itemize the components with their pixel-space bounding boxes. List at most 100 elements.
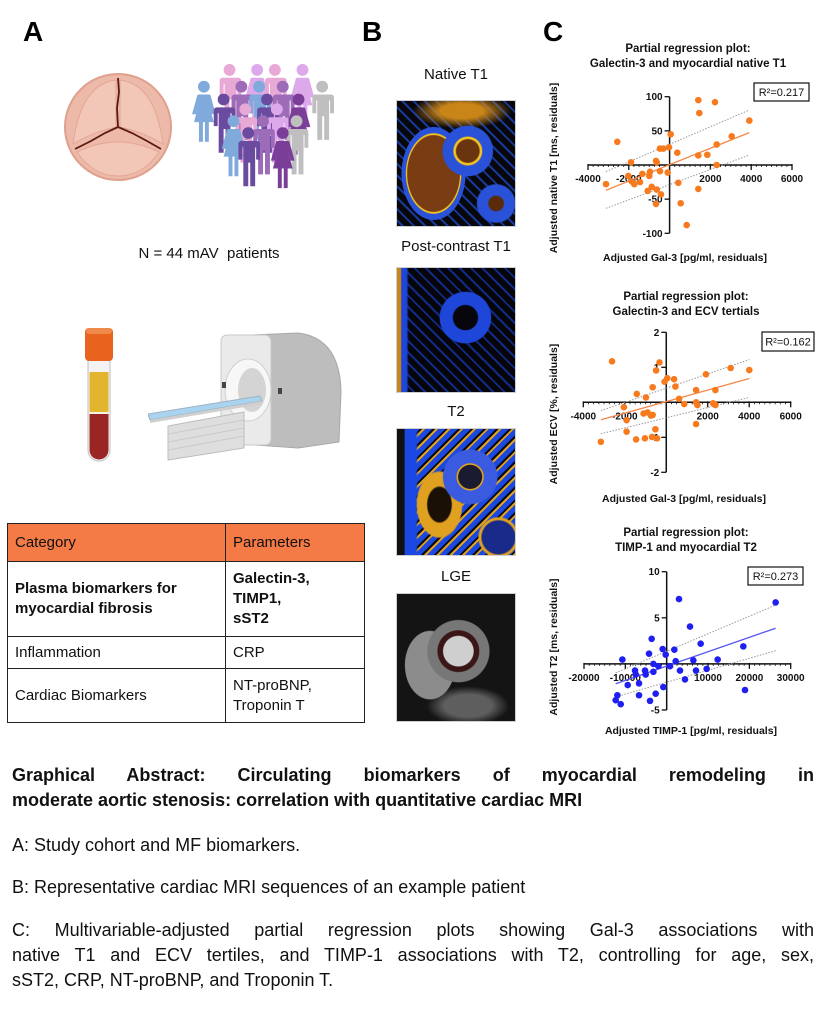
x-tick-label: -4000 <box>571 411 597 422</box>
mri-scanner-icon <box>148 332 342 461</box>
blood-tube-icon <box>85 328 113 462</box>
panel-b: Native T1 Post-contrast T1 T2 LGE <box>370 0 540 740</box>
parameter-item: Troponin T <box>233 696 305 714</box>
data-point <box>648 433 656 441</box>
data-point <box>665 143 673 151</box>
x-tick-label: 2000 <box>699 174 722 185</box>
patient-crowd-icon <box>192 64 335 189</box>
data-point <box>740 643 747 650</box>
x-tick-label: -20000 <box>568 673 600 684</box>
parameter-item: CRP <box>233 644 265 661</box>
x-tick-label: 2000 <box>697 411 720 422</box>
table-cell-parameters: CRP <box>225 636 365 669</box>
data-point <box>645 650 653 657</box>
data-point <box>675 595 683 603</box>
data-point <box>653 158 661 166</box>
y-tick-label: 5 <box>654 613 660 624</box>
x-tick-label: 6000 <box>780 411 803 422</box>
data-point <box>680 400 688 408</box>
data-point <box>772 599 779 606</box>
x-tick-label: -10000 <box>610 673 642 684</box>
x-axis-label: Adjusted Gal-3 [pg/ml, residuals] <box>602 493 766 505</box>
person-figure <box>312 80 335 140</box>
table-cell-category: Plasma biomarkers for myocardial fibrosi… <box>7 561 226 637</box>
chart-1: Partial regression plot: Galectin-3 and m… <box>548 43 810 264</box>
data-point <box>652 690 659 697</box>
data-point <box>642 394 650 401</box>
data-point <box>666 662 674 670</box>
data-point <box>694 401 701 409</box>
caption-panel-c-line: sST2, CRP, NT-proBNP, and Troponin T. <box>12 970 334 990</box>
data-point <box>664 169 672 176</box>
data-point <box>703 665 710 673</box>
ci-upper-line <box>605 109 750 173</box>
panel-a: N = 44 mAV patients Category Parameters … <box>0 0 370 740</box>
data-point <box>741 686 749 694</box>
chart-3: Partial regression plot: TIMP-1 and myoca… <box>548 527 805 737</box>
data-point <box>727 364 734 372</box>
caption-title-line: Graphical Abstract: Circulating biomarke… <box>12 765 814 785</box>
data-point <box>648 635 655 643</box>
data-point <box>670 375 678 383</box>
chart-title: TIMP-1 and myocardial T2 <box>615 542 757 554</box>
data-point <box>662 651 669 658</box>
chart-title: Galectin-3 and myocardial native T1 <box>590 58 787 70</box>
regression-line <box>600 377 750 421</box>
y-tick-label: -50 <box>648 195 663 206</box>
mri-label-post-contrast-t1: Post-contrast T1 <box>401 238 511 255</box>
data-point <box>681 676 689 683</box>
regression-line <box>615 627 776 685</box>
table-row: Cardiac Biomarkers NT-proBNP, Troponin T <box>7 668 365 723</box>
caption-panel-c-line: C: Multivariable-adjusted partial regres… <box>12 920 814 940</box>
data-point <box>697 640 704 648</box>
data-point <box>713 161 721 169</box>
data-point <box>677 199 684 207</box>
data-point <box>746 117 753 124</box>
table-row: Inflammation CRP <box>7 636 365 669</box>
data-point <box>659 145 667 152</box>
data-point <box>676 667 684 674</box>
data-point <box>627 158 635 166</box>
chart-title: Partial regression plot: <box>625 43 750 55</box>
x-tick-label: 6000 <box>781 174 804 185</box>
data-point <box>636 178 644 186</box>
chart-title: Galectin-3 and ECV tertials <box>613 306 760 318</box>
data-point <box>632 436 640 443</box>
data-point <box>652 367 660 374</box>
chart-2: Partial regression plot:Galectin-3 and E… <box>548 291 815 505</box>
data-point <box>625 172 632 180</box>
caption-panel-b: B: Representative cardiac MRI sequences … <box>12 877 526 897</box>
data-point <box>612 696 620 704</box>
data-point <box>692 667 700 674</box>
data-point <box>692 420 700 428</box>
data-point <box>713 141 721 148</box>
y-tick-label: 2 <box>654 328 660 339</box>
data-point <box>656 359 663 366</box>
data-point <box>675 395 683 403</box>
caption-panel-c-line: native T1 and ECV tertiles, and TIMP-1 a… <box>12 945 814 965</box>
x-tick-label: 30000 <box>777 673 805 684</box>
x-tick-label: -4000 <box>575 174 601 185</box>
data-point <box>614 691 621 699</box>
r-squared-label: R²=0.162 <box>765 337 811 349</box>
cohort-label: N = 44 mAV patients <box>138 245 280 262</box>
r-squared-box <box>753 82 810 102</box>
x-tick-label: 4000 <box>738 411 761 422</box>
data-point <box>695 96 702 104</box>
table-header-row: Category Parameters <box>7 523 365 562</box>
data-point <box>646 168 654 176</box>
ci-upper-line <box>615 604 776 674</box>
data-point <box>674 149 681 157</box>
data-point <box>672 657 679 665</box>
parameter-item: sST2 <box>233 610 269 627</box>
panel-label-c: C <box>543 16 564 47</box>
data-point <box>623 428 630 436</box>
data-point <box>667 130 675 138</box>
data-point <box>648 183 656 191</box>
chart-title: Partial regression plot: <box>623 527 748 539</box>
data-point <box>624 681 631 689</box>
r-squared-label: R²=0.273 <box>753 571 799 583</box>
table-cell-parameters: Galectin-3, TIMP1, sST2 <box>225 561 365 637</box>
data-point <box>617 700 625 708</box>
ci-lower-line <box>615 650 776 698</box>
